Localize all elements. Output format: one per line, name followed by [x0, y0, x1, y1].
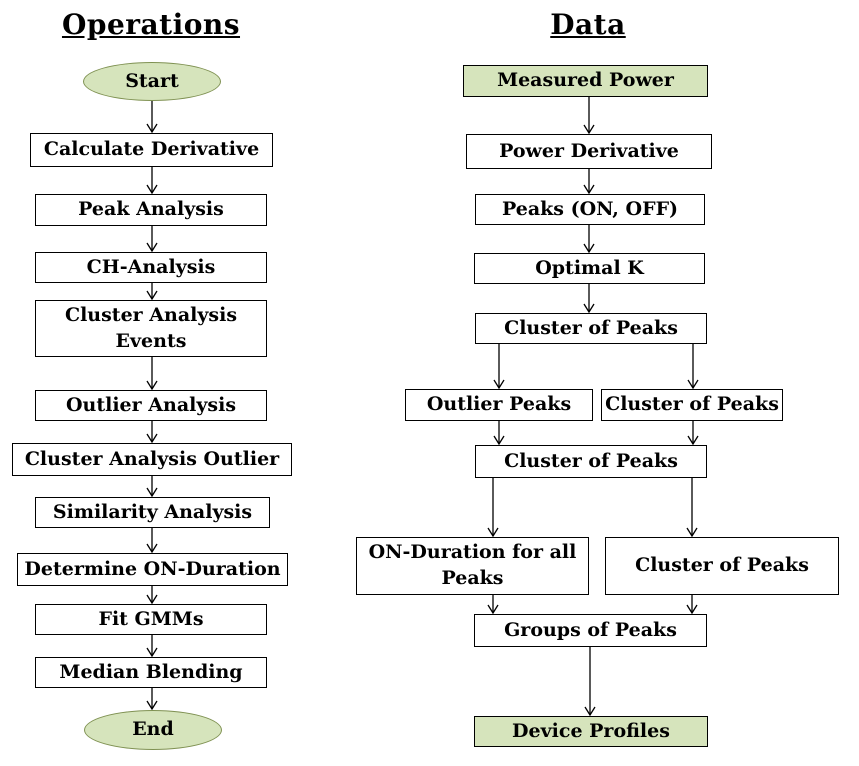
arrow	[146, 586, 158, 605]
op-ch-analysis: CH-Analysis	[35, 252, 267, 283]
arrow	[493, 421, 505, 446]
op-cluster-analysis-events: Cluster Analysis Events	[35, 300, 267, 357]
arrow	[583, 97, 595, 135]
arrow	[583, 284, 595, 314]
arrow	[686, 478, 698, 538]
operations-column-title: Operations	[61, 8, 241, 41]
data-cluster-of-peaks-3: Cluster of Peaks	[605, 537, 839, 595]
arrow	[487, 478, 499, 538]
data-column-title: Data	[550, 8, 626, 41]
data-cluster-of-peaks-1: Cluster of Peaks	[475, 313, 707, 344]
arrow	[146, 283, 158, 301]
op-determine-on-duration: Determine ON-Duration	[17, 553, 288, 586]
op-similarity-analysis: Similarity Analysis	[35, 497, 270, 528]
op-peak-analysis: Peak Analysis	[35, 194, 267, 226]
data-optimal-k: Optimal K	[474, 253, 705, 284]
arrow	[146, 226, 158, 253]
arrow	[487, 595, 499, 615]
data-power-derivative: Power Derivative	[466, 134, 712, 169]
op-calculate-derivative: Calculate Derivative	[30, 133, 273, 167]
arrow	[686, 595, 698, 615]
arrow	[493, 344, 505, 390]
data-cluster-of-peaks-2: Cluster of Peaks	[601, 389, 783, 421]
start-terminal: Start	[83, 62, 221, 101]
data-device-profiles: Device Profiles	[474, 716, 708, 747]
data-groups-of-peaks: Groups of Peaks	[474, 614, 707, 647]
arrow	[146, 635, 158, 658]
arrow	[584, 647, 596, 717]
op-outlier-analysis: Outlier Analysis	[35, 390, 267, 421]
data-cluster-of-peaks-merged: Cluster of Peaks	[475, 445, 707, 478]
arrow	[146, 167, 158, 195]
arrow	[146, 421, 158, 444]
end-terminal: End	[84, 710, 222, 750]
arrow	[687, 421, 699, 446]
data-peaks-on-off: Peaks (ON, OFF)	[475, 194, 705, 225]
op-fit-gmms: Fit GMMs	[35, 604, 267, 635]
arrow	[146, 357, 158, 391]
arrow	[687, 344, 699, 390]
data-measured-power: Measured Power	[463, 65, 708, 97]
data-outlier-peaks: Outlier Peaks	[405, 389, 593, 421]
arrow	[583, 225, 595, 254]
op-cluster-analysis-outlier: Cluster Analysis Outlier	[12, 443, 292, 476]
arrow	[146, 101, 158, 134]
arrow	[146, 688, 158, 711]
data-on-duration-for-all-peaks: ON-Duration for all Peaks	[356, 537, 589, 595]
arrow	[583, 169, 595, 195]
op-median-blending: Median Blending	[35, 657, 267, 688]
arrow	[146, 476, 158, 498]
arrow	[146, 528, 158, 554]
